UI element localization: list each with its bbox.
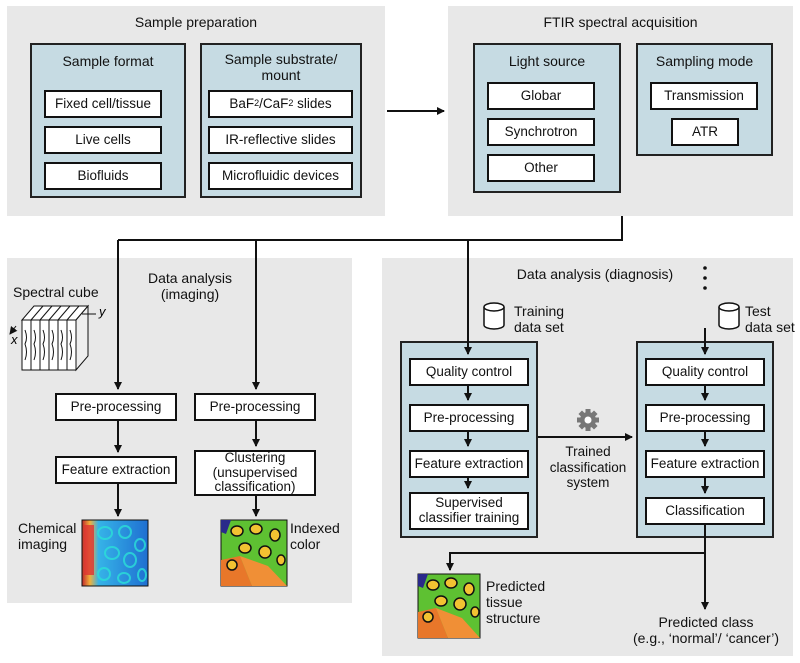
- imaging-preprocess-right: Pre-processing: [194, 393, 316, 421]
- light-source-title: Light source: [508, 53, 586, 69]
- supervised-training-box: Supervised classifier training: [409, 492, 529, 530]
- predicted-structure-thumbnail: [417, 573, 481, 639]
- sampling-mode-title: Sampling mode: [655, 53, 754, 69]
- training-preprocess: Pre-processing: [409, 404, 529, 432]
- caf-sub: 2: [288, 98, 294, 109]
- predicted-line1: Predicted: [486, 578, 546, 594]
- training-feature-extraction: Feature extraction: [409, 450, 529, 478]
- substrate-title-line2: mount: [261, 67, 301, 84]
- substrate-microfluidic: Microfluidic devices: [208, 162, 353, 190]
- chemical-line2: imaging: [18, 536, 68, 553]
- clustering-box: Clustering (unsupervised classification): [194, 450, 316, 496]
- test-db-label: Test data set: [745, 303, 795, 335]
- spectral-cube-label: Spectral cube: [13, 284, 99, 300]
- spectral-cube-icon: [9, 304, 96, 372]
- indexed-line2: color: [290, 536, 321, 553]
- supervised-line1: Supervised: [435, 495, 503, 511]
- trained-system-label: Trained classification system: [546, 444, 630, 491]
- test-preprocess: Pre-processing: [645, 404, 765, 432]
- test-feature-extraction: Feature extraction: [645, 450, 765, 478]
- clustering-line3: classification): [214, 479, 296, 495]
- indexed-color-label: Indexed color: [290, 520, 340, 552]
- clustering-line1: Clustering: [224, 449, 286, 465]
- test-classification: Classification: [645, 497, 765, 525]
- supervised-line2: classifier training: [418, 510, 520, 525]
- trained-line3: system: [566, 475, 610, 491]
- light-synchrotron: Synchrotron: [487, 118, 595, 146]
- caf-text: /CaF: [259, 95, 289, 111]
- imaging-feature-extraction: Feature extraction: [55, 456, 177, 484]
- test-db-line1: Test: [745, 303, 771, 319]
- test-quality-control: Quality control: [645, 358, 765, 386]
- chemical-imaging-label: Chemical imaging: [18, 520, 76, 552]
- ellipsis-dots: [703, 266, 707, 290]
- light-globar: Globar: [487, 82, 595, 110]
- training-database-icon: [483, 302, 505, 330]
- imaging-title-line2: (imaging): [160, 286, 220, 303]
- predicted-line2: tissue: [486, 594, 523, 611]
- training-db-line2: data set: [514, 319, 564, 336]
- predicted-structure-label: Predicted tissue structure: [486, 578, 545, 626]
- format-biofluids: Biofluids: [44, 162, 162, 190]
- axis-x-label: x: [10, 332, 18, 347]
- format-live-cells: Live cells: [44, 126, 162, 154]
- format-fixed-cell: Fixed cell/tissue: [44, 90, 162, 118]
- diagnosis-title: Data analysis (diagnosis): [516, 266, 674, 282]
- imaging-title-line1: Data analysis: [147, 270, 233, 286]
- indexed-color-thumbnail: [220, 519, 288, 587]
- baf-text: BaF: [229, 95, 255, 111]
- substrate-title-line1: Sample substrate/: [224, 51, 338, 67]
- training-db-line1: Training: [514, 303, 565, 319]
- indexed-line1: Indexed: [290, 520, 340, 536]
- baf-sub: 2: [254, 98, 260, 109]
- sample-format-title: Sample format: [62, 53, 154, 69]
- training-db-label: Training data set: [514, 303, 564, 335]
- axis-y-label: y: [98, 304, 107, 319]
- sampling-transmission: Transmission: [650, 82, 758, 110]
- test-database-icon: [718, 302, 740, 330]
- ftir-title: FTIR spectral acquisition: [543, 14, 698, 30]
- ftir-output-line: [118, 216, 623, 241]
- predicted-class-label: Predicted class (e.g., ‘normal’/ ‘cancer…: [626, 614, 786, 646]
- trained-line2: classification: [549, 459, 627, 475]
- sample-prep-title: Sample preparation: [134, 14, 258, 30]
- training-quality-control: Quality control: [409, 358, 529, 386]
- class-line1: Predicted class: [658, 614, 754, 630]
- test-db-line2: data set: [745, 319, 795, 336]
- predicted-line3: structure: [486, 610, 541, 627]
- clustering-line2: (unsupervised: [212, 464, 298, 480]
- light-other: Other: [487, 154, 595, 182]
- chemical-imaging-thumbnail: [81, 519, 149, 587]
- gear-icon: [577, 409, 599, 431]
- imaging-preprocess-left: Pre-processing: [55, 393, 177, 421]
- sampling-atr: ATR: [671, 118, 739, 146]
- trained-line1: Trained: [565, 444, 611, 459]
- slides-text: slides: [293, 95, 332, 111]
- imaging-title: Data analysis (imaging): [120, 270, 260, 302]
- output-branch-line: [446, 525, 706, 571]
- substrate-ir-reflective: IR-reflective slides: [208, 126, 353, 154]
- substrate-title: Sample substrate/ mount: [200, 51, 362, 83]
- chemical-line1: Chemical: [18, 520, 77, 536]
- class-line2: (e.g., ‘normal’/ ‘cancer’): [632, 630, 779, 647]
